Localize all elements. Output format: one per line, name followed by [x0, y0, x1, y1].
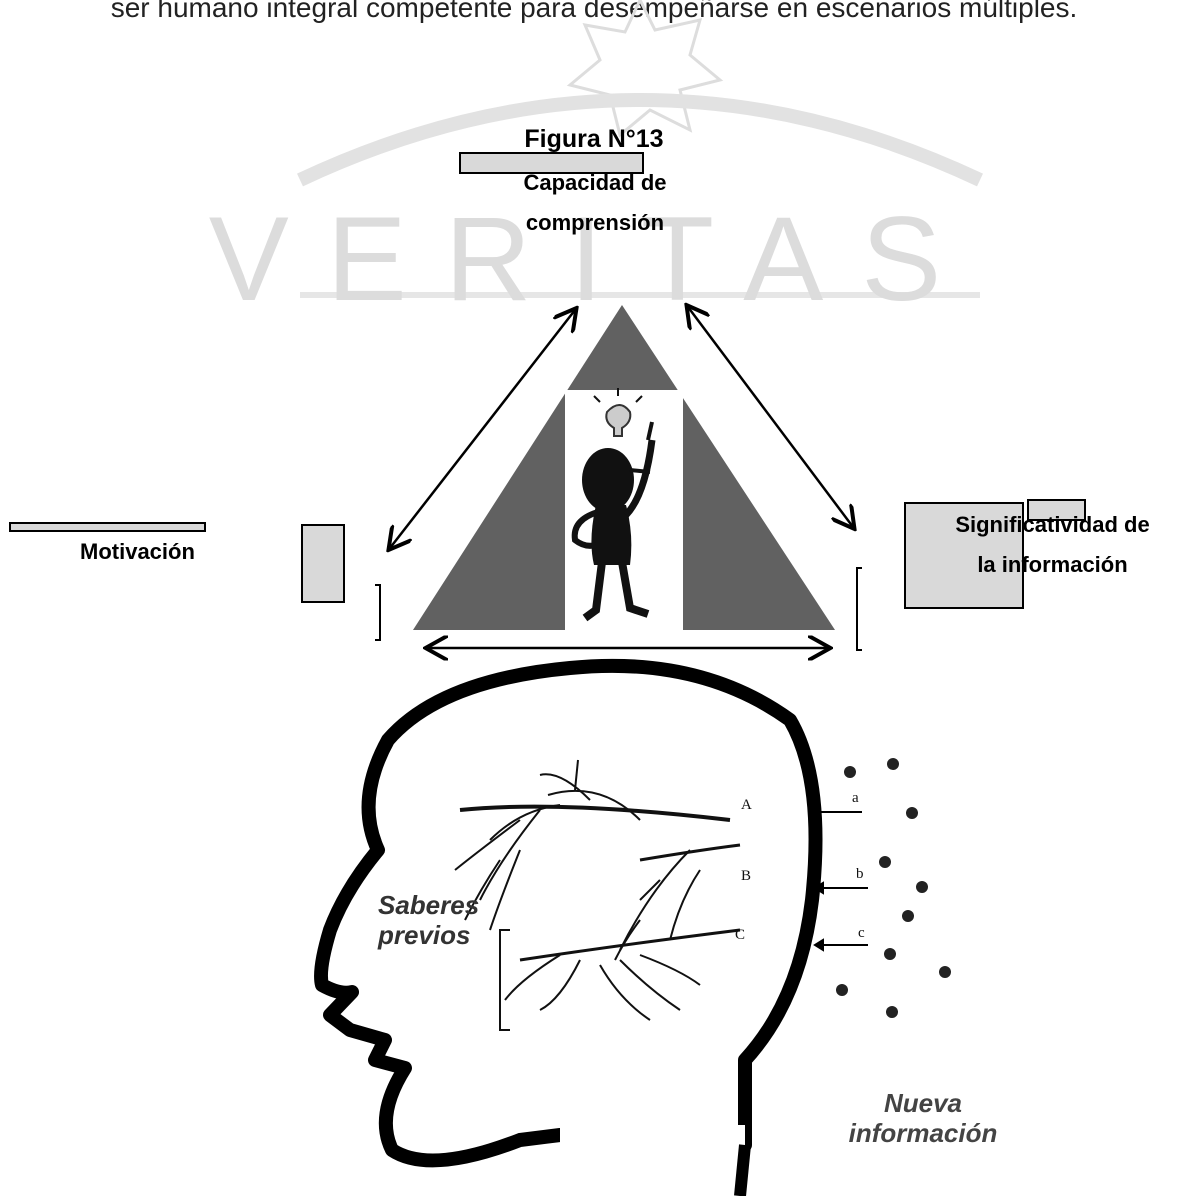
arrow-label-c: c	[858, 925, 865, 941]
head-outline	[314, 658, 823, 1168]
intro-text: ser humano integral competente para dese…	[110, 0, 1078, 23]
motivacion-box-top	[9, 522, 206, 532]
watermark-emblem	[297, 0, 983, 298]
significatividad-box-small	[1027, 499, 1086, 521]
label-nueva-informacion: Nueva información	[828, 1088, 1018, 1148]
label-significatividad-line2: la información	[977, 552, 1128, 577]
arrow-left	[390, 310, 575, 548]
saberes-line2: previos	[378, 920, 471, 950]
neural-branches	[454, 759, 741, 1031]
branch-label-b: B	[741, 868, 752, 884]
significatividad-box	[904, 502, 1024, 609]
arrow-label-b: b	[856, 866, 864, 882]
input-arrows	[808, 805, 868, 952]
nueva-line2: información	[848, 1118, 998, 1148]
label-motivacion: Motivación	[80, 539, 195, 564]
saberes-line1: Saberes	[378, 890, 480, 920]
triangle-diagram	[9, 152, 1086, 680]
information-dots	[836, 758, 951, 1018]
figure-title: Figura N°13	[524, 125, 664, 153]
thinker-figure	[571, 388, 656, 622]
capacidad-box	[459, 152, 644, 174]
label-significatividad: Significatividad de la información	[925, 505, 1180, 585]
label-capacidad-line1: Capacidad de	[523, 170, 667, 195]
branch-label-a: A	[741, 797, 752, 813]
arrow-right	[688, 307, 853, 527]
nueva-line1: Nueva	[883, 1088, 963, 1118]
label-saberes-previos: Saberes previos	[378, 890, 479, 950]
motivacion-box-side	[301, 524, 345, 603]
branch-label-c: C	[735, 927, 746, 943]
label-significatividad-line1: Significatividad de	[955, 512, 1150, 537]
label-capacidad-line2: comprensión	[525, 210, 665, 235]
arrow-label-a: a	[852, 790, 859, 806]
label-capacidad: Capacidad de comprensión	[445, 163, 745, 243]
